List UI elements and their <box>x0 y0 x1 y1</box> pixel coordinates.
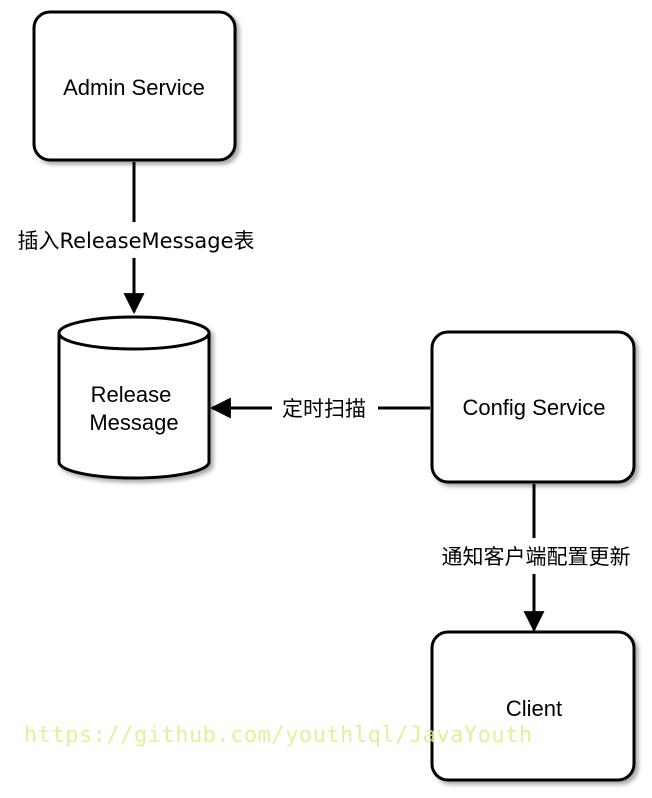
insert-release-message-label: 插入ReleaseMessage表 <box>17 229 254 253</box>
admin-service-node: Admin Service <box>32 10 237 162</box>
notify-client-config-update-label: 通知客户端配置更新 <box>442 545 631 569</box>
watermark-url: https://github.com/youthlql/JavaYouth <box>24 723 533 748</box>
edge-admin-to-release: 插入ReleaseMessage表 <box>17 162 255 315</box>
config-service-label: Config Service <box>462 395 605 420</box>
edge-config-to-client: 通知客户端配置更新 <box>442 484 631 633</box>
scheduled-scan-label: 定时扫描 <box>282 397 366 421</box>
admin-service-label: Admin Service <box>63 75 205 100</box>
edge-config-to-release: 定时扫描 <box>209 397 430 421</box>
config-service-node: Config Service <box>430 330 636 484</box>
client-node: Client <box>430 630 636 782</box>
client-label: Client <box>506 696 562 721</box>
release-message-label-line2: Message <box>89 410 178 435</box>
release-message-database <box>57 315 211 480</box>
release-message-label-line1: Release <box>91 382 172 407</box>
